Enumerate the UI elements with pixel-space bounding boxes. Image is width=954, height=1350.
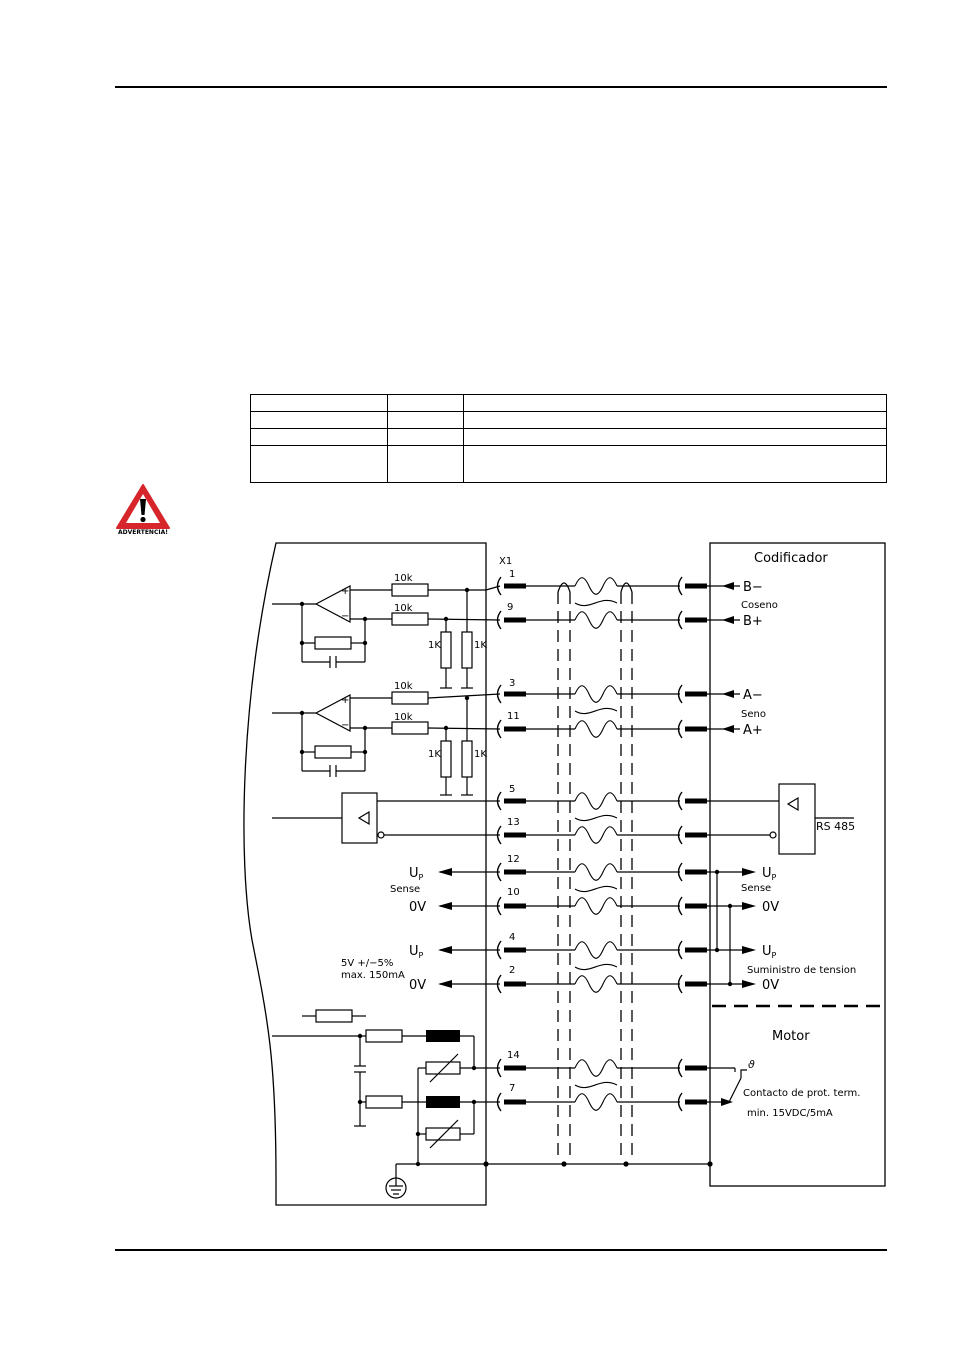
up-label: UP [762,866,777,882]
spec-table [250,394,887,483]
pin-number: 9 [507,602,513,613]
pin-number: 2 [509,965,515,976]
supply-label: Suministro de tension [747,965,856,976]
rs485-label: RS 485 [816,820,855,833]
theta-icon: ϑ [748,1058,755,1071]
zero-v-label: 0V [409,978,426,993]
resistor-label: 10k [394,603,413,614]
pin-number: 3 [509,678,515,689]
table-cell [387,411,464,429]
zero-v-label: 0V [762,900,779,915]
resistor-label: 10k [394,573,413,584]
table-row [250,445,887,483]
signal-label: A− [743,688,763,703]
table-row [250,428,887,446]
table-cell [463,411,887,429]
sense-label: Sense [741,883,771,894]
signal-label: B+ [743,614,763,629]
resistor-label: 10k [394,712,413,723]
resistor-label: 10k [394,681,413,692]
zero-v-label: 0V [409,900,426,915]
table-row [250,411,887,429]
header-rule [115,86,887,88]
svg-text:−: − [341,611,349,622]
table-cell [463,445,887,483]
wiring-diagram: + − + − 10k 10k 10k 10k 1K 1K 1K 1K X1 1… [243,542,886,1206]
table-row [250,394,887,412]
resistor-label: 1K [474,749,487,760]
sense-label: Sense [390,884,420,895]
pin-number: 11 [507,711,520,722]
signal-label: A+ [743,723,763,738]
pin-number: 1 [509,569,515,580]
svg-text:+: + [341,695,349,706]
signal-label: Coseno [741,600,778,611]
up-label: UP [409,866,424,882]
thermal-label: min. 15VDC/5mA [747,1108,833,1119]
table-cell [387,428,464,446]
table-cell [250,445,388,483]
svg-text:−: − [341,720,349,731]
zero-v-label: 0V [762,978,779,993]
pin-number: 10 [507,887,520,898]
warning-triangle-icon [116,484,170,529]
table-cell [250,411,388,429]
pin-number: 7 [509,1083,515,1094]
table-cell [387,445,464,483]
table-cell [463,428,887,446]
pin-number: 5 [509,784,515,795]
thermal-label: Contacto de prot. term. [743,1088,860,1099]
pin-number: 14 [507,1050,520,1061]
table-cell [387,394,464,412]
resistor-label: 1K [474,640,487,651]
resistor-label: 1K [428,640,441,651]
pin-number: 13 [507,817,520,828]
signal-label: B− [743,580,763,595]
pin-number: 12 [507,854,520,865]
svg-text:+: + [341,586,349,597]
spec-label: 5V +/−5% [341,958,393,969]
table-cell [250,428,388,446]
table-cell [463,394,887,412]
up-label: UP [409,944,424,960]
resistor-label: 1K [428,749,441,760]
up-label: UP [762,944,777,960]
signal-label: Seno [741,709,766,720]
pin-number: 4 [509,932,515,943]
connector-label: X1 [499,556,512,567]
warning-label: ADVERTENCIA! [118,529,168,536]
motor-title: Motor [772,1029,810,1044]
footer-rule [115,1249,887,1251]
spec-label: max. 150mA [341,970,405,981]
table-cell [250,394,388,412]
encoder-title: Codificador [754,551,828,566]
